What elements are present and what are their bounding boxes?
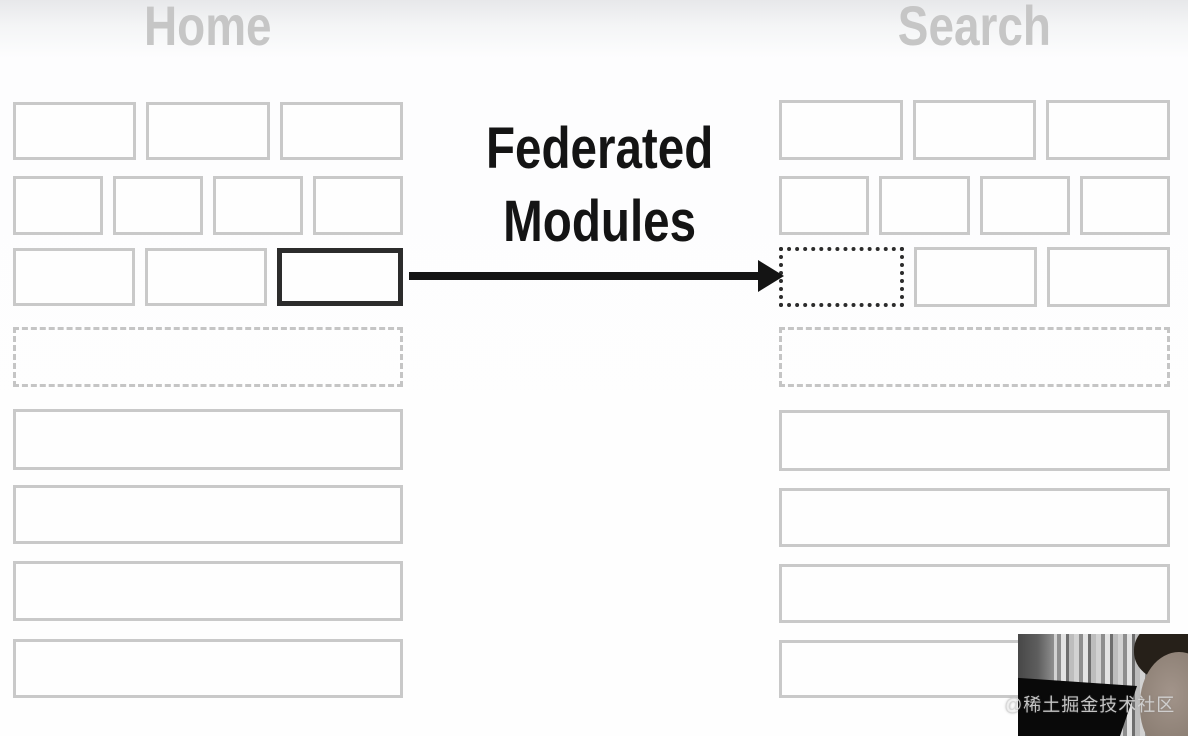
search-wide-content-box [779,488,1170,547]
home-wide-content-box [13,485,403,544]
search-wide-content-box [779,410,1170,471]
wireframe-home [13,0,403,736]
search-panel-title: Search [779,0,1170,58]
home-wireframe-box [213,176,303,235]
home-exposed-module-box [277,248,403,306]
home-wireframe-box [145,248,267,306]
home-wireframe-box [13,248,135,306]
search-wireframe-box [1047,247,1170,307]
home-panel-title-text: Home [144,0,272,57]
home-wireframe-box [13,102,137,160]
home-wireframe-box [279,102,403,160]
watermark-text: @稀土掘金技术社区 [1004,695,1176,715]
wireframe-search [779,0,1171,736]
module-transfer-arrowhead-icon [758,260,784,292]
federated-modules-label-line1: Federated [486,116,714,181]
search-wireframe-row [779,100,1171,160]
search-wireframe-box [912,100,1037,160]
search-wireframe-row [779,176,1170,235]
home-wireframe-row [13,102,403,160]
home-wireframe-row [13,248,403,306]
home-dashed-placeholder-box [13,327,403,387]
home-wireframe-box [13,176,103,235]
search-wireframe-box [914,247,1037,307]
presenter-laptop-lid [1018,677,1137,736]
home-wireframe-box [113,176,203,235]
search-wireframe-box [1046,100,1171,160]
search-wireframe-box [979,176,1070,235]
home-wide-content-box [13,409,403,470]
presenter-video-overlay [1018,634,1188,736]
home-wide-content-box [13,639,403,698]
search-wireframe-box [779,176,870,235]
home-wireframe-box [313,176,403,235]
home-wide-content-box [13,561,403,621]
module-transfer-arrow-line [409,272,763,280]
search-wide-content-box [779,564,1170,623]
search-wireframe-box [879,176,970,235]
search-wireframe-row [779,247,1170,307]
search-dashed-placeholder-box [779,327,1170,387]
search-panel-title-text: Search [897,0,1052,57]
home-wireframe-row [13,176,403,235]
federated-modules-label-line2: Modules [503,189,697,254]
search-wireframe-box [1079,176,1170,235]
home-panel-title: Home [13,0,403,58]
federated-modules-label: Federated Modules [430,112,770,258]
home-wireframe-box [146,102,270,160]
search-remote-module-slot [779,247,904,307]
search-wireframe-box [779,100,903,160]
